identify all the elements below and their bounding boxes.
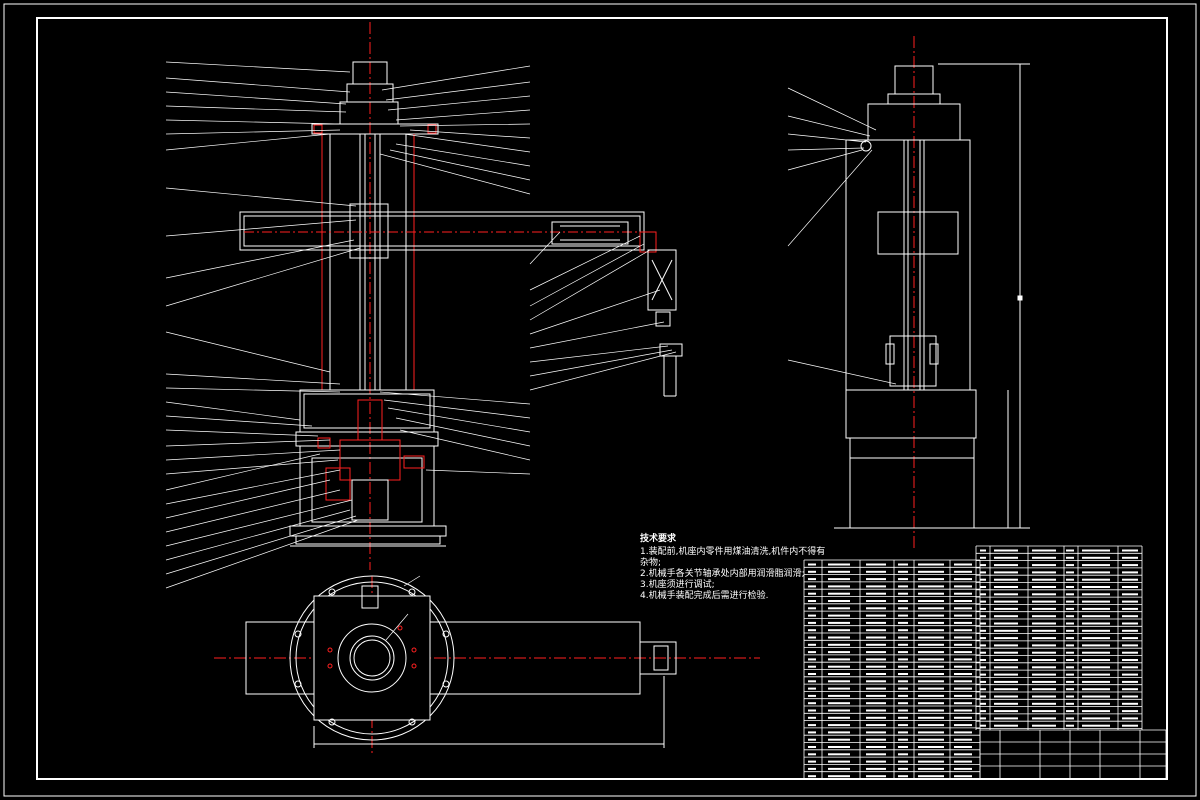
front-section-view xyxy=(239,22,683,570)
parts-list-table xyxy=(803,545,1143,780)
leader-lines-right xyxy=(379,65,677,475)
sheet-border xyxy=(3,3,1197,797)
title-block xyxy=(808,549,1167,779)
notes-line-4: 3.机座须进行调试; xyxy=(640,580,715,590)
notes-line-5: 4.机械手装配完成后需进行检验. xyxy=(640,591,769,601)
top-plan-view xyxy=(214,575,760,756)
leader-lines-left xyxy=(165,61,361,589)
notes-line-2: 杂物; xyxy=(640,558,662,568)
parts-list-text-marks xyxy=(808,549,1138,778)
technical-notes: 技术要求 1.装配前,机座内零件用煤油清洗,机件内不得有 杂物; 2.机械手各关… xyxy=(640,534,825,602)
side-elevation-view xyxy=(787,36,1030,548)
notes-title: 技术要求 xyxy=(640,534,677,544)
notes-line-3: 2.机械手各关节轴承处内部用润滑脂润滑; xyxy=(640,569,805,579)
notes-line-1: 1.装配前,机座内零件用煤油清洗,机件内不得有 xyxy=(640,547,826,557)
